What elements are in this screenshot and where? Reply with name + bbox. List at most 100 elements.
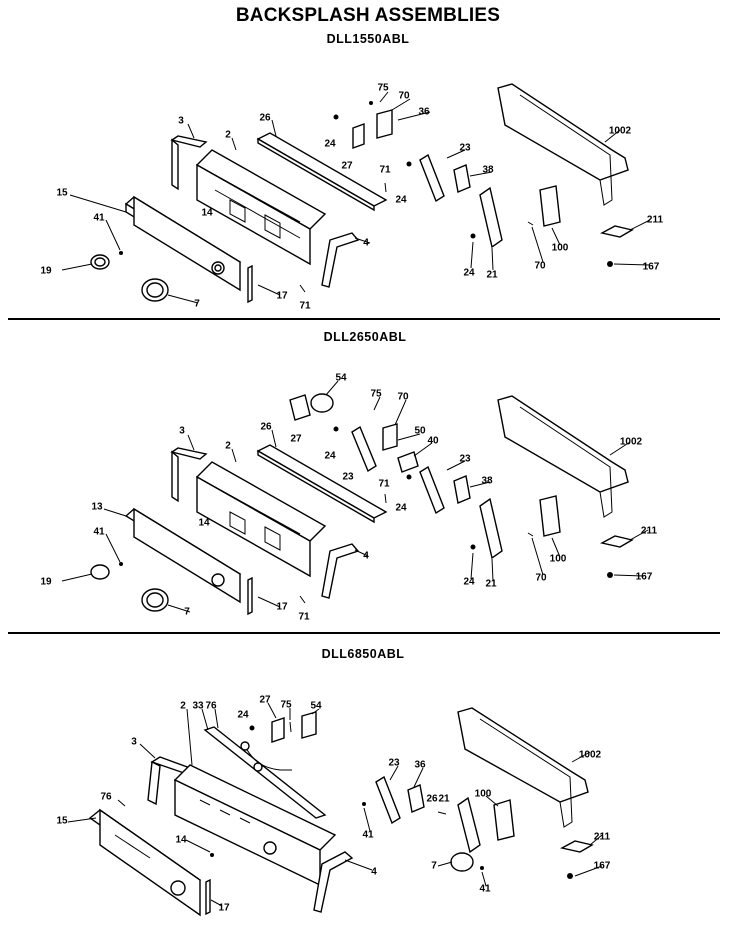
panel-label-area	[114, 834, 151, 859]
section-1-parts	[61, 83, 651, 304]
section-2-parts	[61, 380, 649, 616]
part-number-label: 19	[40, 577, 52, 588]
part-number-label: 41	[362, 830, 374, 841]
hardware-fasteners	[299, 182, 534, 293]
plate-21	[457, 796, 481, 854]
screw-167	[567, 873, 573, 879]
frame-detail	[214, 174, 301, 239]
switch-27	[352, 123, 365, 149]
rod-part	[247, 264, 253, 304]
hardware-41	[119, 562, 123, 566]
hardware-fasteners	[299, 493, 534, 604]
part-number-label: 24	[237, 710, 249, 721]
model-label-1: DLL1550ABL	[326, 32, 410, 46]
part-number-label: 71	[299, 301, 311, 312]
part-number-label: 7	[184, 607, 190, 618]
knob-19-center	[94, 257, 106, 267]
part-number-label: 21	[485, 579, 497, 590]
part-number-label: 70	[397, 392, 409, 403]
panel-dial	[211, 573, 225, 587]
part-number-label: 15	[56, 188, 68, 199]
part-number-label: 3	[131, 737, 137, 748]
part-number-label: 54	[335, 373, 347, 384]
part-number-label: 38	[482, 165, 494, 176]
part-number-label: 2	[225, 130, 231, 141]
part-number-label: 21	[438, 794, 450, 805]
part-number-label: 26	[260, 422, 272, 433]
model-label-3: DLL6850ABL	[321, 647, 405, 661]
clip-211	[600, 225, 634, 238]
part-number-label: 70	[535, 573, 547, 584]
switch-27	[271, 717, 285, 743]
rod-part	[247, 576, 253, 616]
part-number-label: 38	[481, 476, 493, 487]
timer-knob-7	[450, 852, 474, 872]
part-number-label: 1002	[579, 750, 602, 761]
plate-23	[375, 775, 401, 825]
control-panel-face	[99, 808, 201, 917]
end-cap-hood	[457, 707, 589, 803]
part-number-label: 211	[647, 215, 664, 226]
part-number-label: 13	[91, 502, 103, 513]
rod-part	[205, 878, 211, 916]
part-number-label: 71	[379, 165, 391, 176]
cover-strip-edge	[257, 449, 375, 524]
part-number-label: 75	[377, 83, 389, 94]
panel-dial	[170, 880, 186, 896]
model-label-2: DLL2650ABL	[323, 330, 407, 344]
hardware-24	[470, 233, 476, 239]
part-number-label: 211	[594, 832, 611, 843]
hardware-24	[406, 161, 412, 167]
part-number-label: 76	[205, 701, 217, 712]
part-number-label: 26	[259, 113, 271, 124]
part-number-label: 70	[534, 261, 546, 272]
backsplash-frame-face	[196, 475, 311, 578]
bracket-part	[171, 450, 179, 503]
screw-167	[607, 261, 613, 267]
cover-strip-edge	[257, 137, 375, 212]
screw-167	[607, 572, 613, 578]
part-number-label: 2	[225, 441, 231, 452]
part-number-label: 21	[486, 270, 498, 281]
part-number-label: 23	[388, 758, 400, 769]
end-cap-hood-detail	[479, 718, 573, 828]
part-number-label: 76	[100, 792, 112, 803]
part-number-label: 19	[40, 266, 52, 277]
part-number-label: 17	[276, 291, 288, 302]
part-number-label: 1002	[620, 437, 643, 448]
component-36	[407, 784, 425, 813]
part-number-label: 100	[550, 554, 567, 565]
part-number-label: 41	[93, 527, 105, 538]
part-number-label: 24	[395, 503, 407, 514]
component-54	[310, 393, 334, 413]
part-number-label: 27	[259, 695, 271, 706]
plate-23	[419, 153, 445, 203]
side-bracket	[313, 851, 354, 913]
part-number-label: 23	[459, 143, 471, 154]
part-number-label: 7	[431, 861, 437, 872]
part-number-label: 41	[93, 213, 105, 224]
clip-211	[560, 840, 594, 853]
component-54-bracket	[289, 394, 311, 421]
part-number-label: 167	[636, 572, 653, 583]
part-number-label: 50	[414, 426, 426, 437]
section-divider-1	[8, 318, 720, 320]
end-cap-hood	[497, 83, 629, 181]
timer-100	[539, 495, 561, 537]
hardware-24	[249, 725, 255, 731]
plate-21	[479, 497, 503, 560]
part-number-label: 2	[180, 701, 186, 712]
part-number-label: 26	[426, 794, 438, 805]
section-3-parts	[67, 702, 603, 917]
part-number-label: 23	[342, 472, 354, 483]
switch-36	[376, 109, 393, 139]
part-number-label: 24	[324, 451, 336, 462]
page-title: BACKSPLASH ASSEMBLIES	[235, 5, 501, 26]
hardware-24	[470, 544, 476, 550]
part-number-label: 36	[414, 760, 426, 771]
hardware-41	[480, 866, 484, 870]
part-number-label: 54	[310, 701, 322, 712]
